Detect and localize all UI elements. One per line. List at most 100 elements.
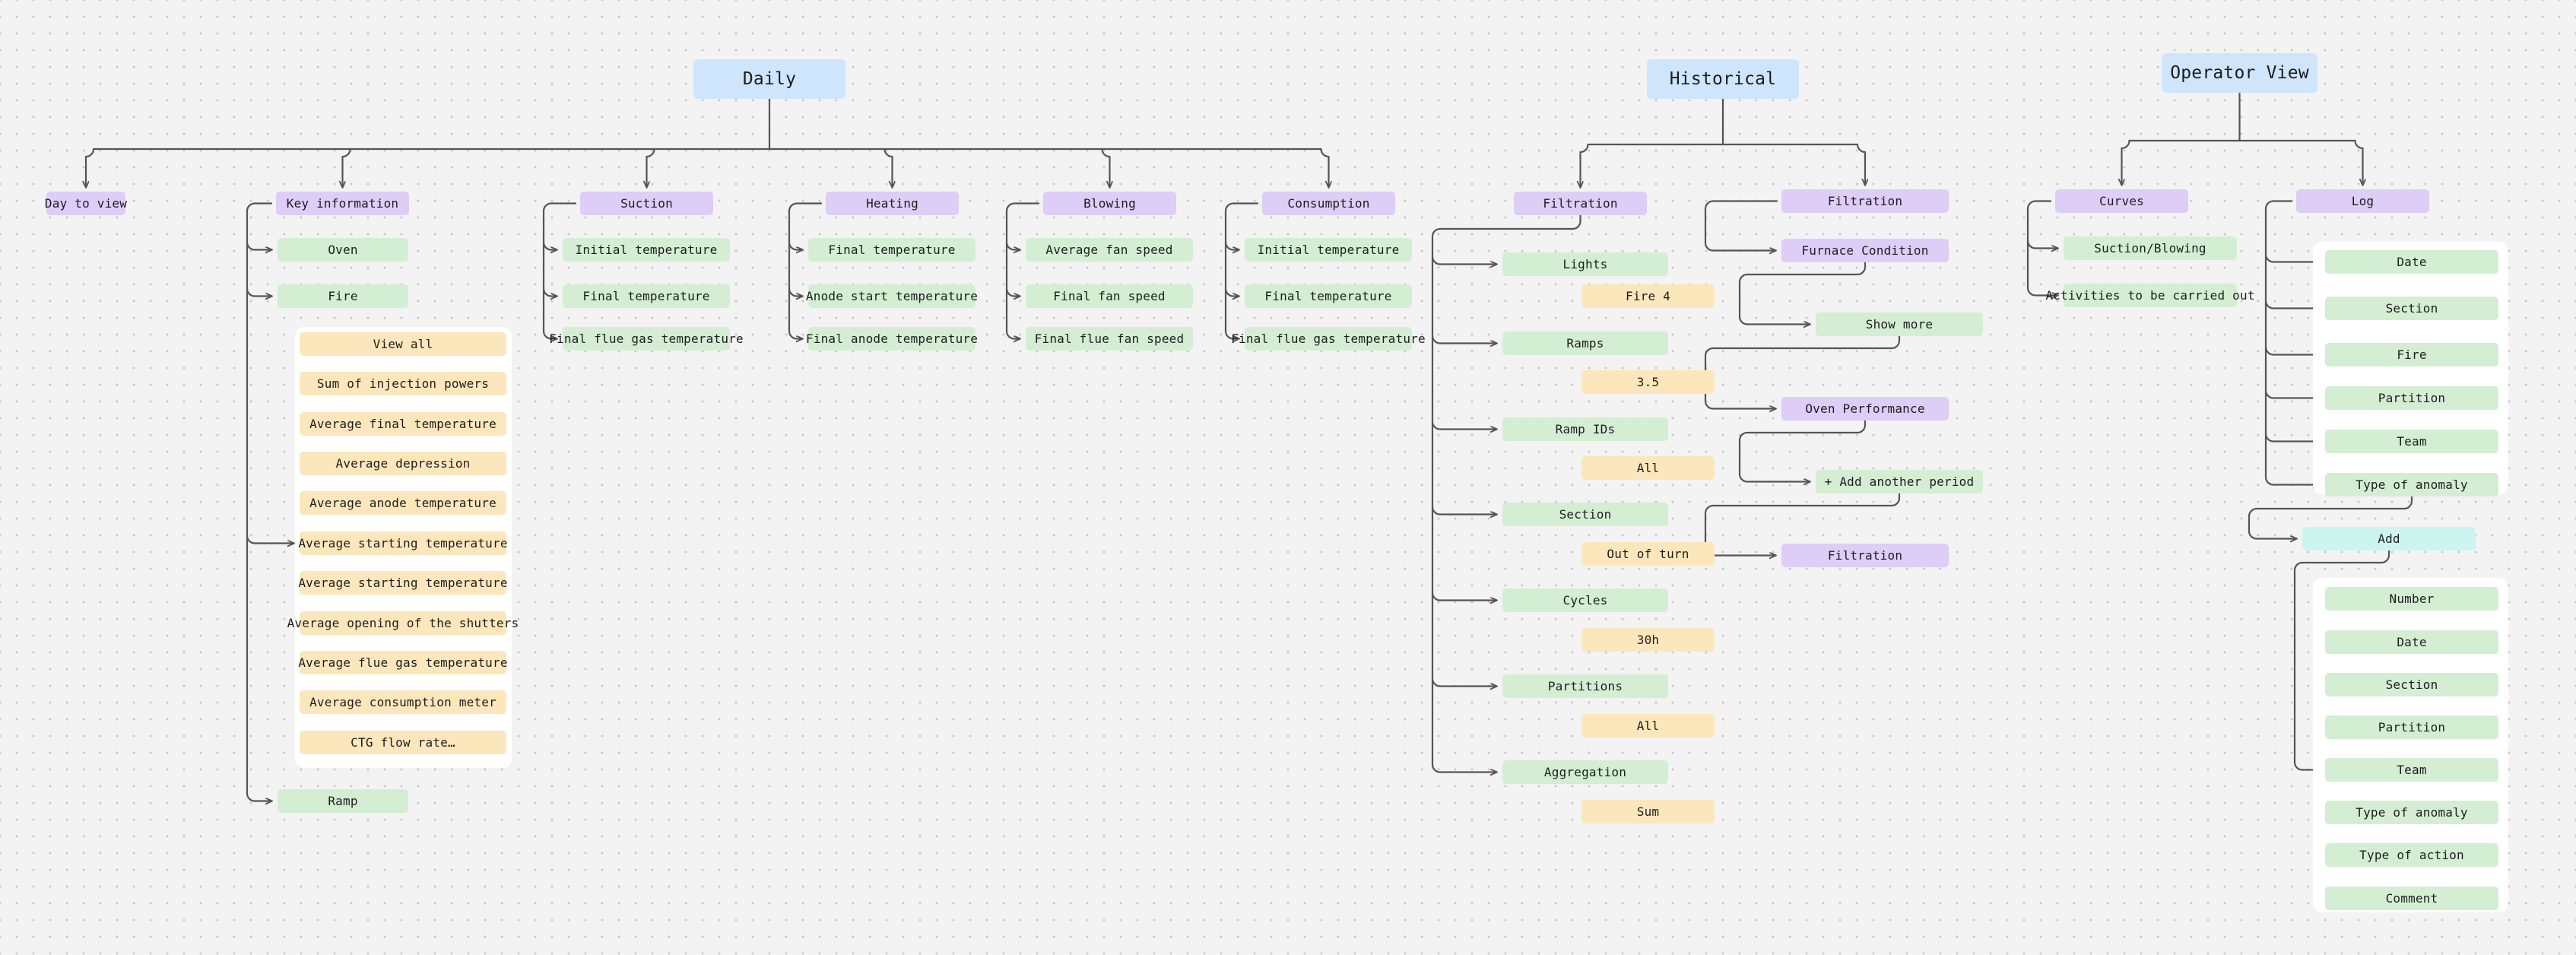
node-ki_sum_injection[interactable]: Sum of injection powers <box>300 372 506 395</box>
node-hist_show_more[interactable]: Show more <box>1816 313 1983 336</box>
node-hist_oven_performance[interactable]: Oven Performance <box>1781 397 1949 420</box>
node-label: Average starting temperature <box>298 575 508 590</box>
node-label: Type of anomaly <box>2356 804 2468 820</box>
node-suction_final_flue_gas[interactable]: Final flue gas temperature <box>549 327 744 351</box>
node-label: Oven <box>328 242 358 257</box>
node-log1_section[interactable]: Section <box>2325 297 2498 320</box>
node-label: Team <box>2397 433 2427 449</box>
node-ki_fire[interactable]: Fire <box>278 284 408 308</box>
node-operator_view[interactable]: Operator View <box>2162 53 2317 93</box>
node-log1_partition[interactable]: Partition <box>2325 386 2498 410</box>
node-ki_ramp[interactable]: Ramp <box>278 789 408 813</box>
node-label: Ramps <box>1566 335 1604 351</box>
node-hist_aggregation[interactable]: Aggregation <box>1502 760 1668 784</box>
node-label: Average flue gas temperature <box>298 655 508 670</box>
node-heating_anode_start_temp[interactable]: Anode start temperature <box>806 284 978 308</box>
node-ki_view_all[interactable]: View all <box>300 332 506 356</box>
node-consumption_final_flue_gas[interactable]: Final flue gas temperature <box>1231 327 1426 351</box>
node-log1_fire[interactable]: Fire <box>2325 343 2498 366</box>
node-ki_avg_anode_temp[interactable]: Average anode temperature <box>300 491 506 515</box>
node-suction_final_temp[interactable]: Final temperature <box>563 284 730 308</box>
node-hist_cycles[interactable]: Cycles <box>1502 589 1668 612</box>
node-log[interactable]: Log <box>2296 189 2429 213</box>
node-label: Average opening of the shutters <box>287 615 519 630</box>
node-blowing_final_fan_speed[interactable]: Final fan speed <box>1026 284 1193 308</box>
node-hist_3_5[interactable]: 3.5 <box>1581 370 1715 394</box>
node-ki_avg_depression[interactable]: Average depression <box>300 452 506 475</box>
node-hist_lights[interactable]: Lights <box>1502 252 1668 276</box>
node-ki_avg_start_temp_2[interactable]: Average starting temperature <box>298 571 508 595</box>
node-day_to_view[interactable]: Day to view <box>44 192 128 215</box>
node-ki_avg_final_temp[interactable]: Average final temperature <box>300 412 506 436</box>
node-consumption[interactable]: Consumption <box>1262 192 1395 215</box>
node-daily[interactable]: Daily <box>693 59 845 99</box>
node-label: Final flue fan speed <box>1034 331 1185 346</box>
node-hist_sum[interactable]: Sum <box>1581 800 1715 823</box>
node-log2_type_anomaly[interactable]: Type of anomaly <box>2325 801 2498 824</box>
node-ki_avg_flue_gas[interactable]: Average flue gas temperature <box>298 651 508 674</box>
node-label: Final anode temperature <box>805 331 979 346</box>
node-hist_filtration_1[interactable]: Filtration <box>1514 192 1647 215</box>
node-hist_add_period[interactable]: + Add another period <box>1816 470 1983 493</box>
node-hist_filtration_3[interactable]: Filtration <box>1781 544 1949 567</box>
node-label: Consumption <box>1287 195 1370 211</box>
node-curves_suction_blowing[interactable]: Suction/Blowing <box>2064 236 2237 260</box>
node-label: Sum of injection powers <box>316 376 490 391</box>
node-label: All <box>1636 718 1660 733</box>
node-blowing_avg_fan_speed[interactable]: Average fan speed <box>1026 238 1193 262</box>
node-label: Date <box>2397 254 2427 269</box>
node-heating[interactable]: Heating <box>826 192 959 215</box>
node-log2_section[interactable]: Section <box>2325 673 2498 696</box>
node-key_information[interactable]: Key information <box>276 192 409 215</box>
node-hist_partitions[interactable]: Partitions <box>1502 674 1668 698</box>
node-hist_30h[interactable]: 30h <box>1581 628 1715 652</box>
node-label: Ramp IDs <box>1555 421 1616 436</box>
node-log1_type_anomaly[interactable]: Type of anomaly <box>2325 473 2498 497</box>
node-hist_furnace_condition[interactable]: Furnace Condition <box>1781 239 1949 262</box>
node-label: Operator View <box>2170 62 2309 83</box>
node-hist_fire_4[interactable]: Fire 4 <box>1581 284 1715 308</box>
node-blowing_final_flue_fan_speed[interactable]: Final flue fan speed <box>1026 327 1193 351</box>
node-label: 3.5 <box>1636 374 1660 389</box>
node-log2_type_action[interactable]: Type of action <box>2325 843 2498 867</box>
node-hist_ramps[interactable]: Ramps <box>1502 332 1668 355</box>
node-label: Activities to be carried out <box>2045 287 2255 303</box>
node-hist_ramp_ids[interactable]: Ramp IDs <box>1502 417 1668 441</box>
node-consumption_final_temp[interactable]: Final temperature <box>1245 284 1412 308</box>
node-log2_partition[interactable]: Partition <box>2325 715 2498 739</box>
node-log2_number[interactable]: Number <box>2325 587 2498 611</box>
node-heating_final_temp[interactable]: Final temperature <box>808 238 976 262</box>
node-label: Average consumption meter <box>309 694 496 709</box>
node-log1_team[interactable]: Team <box>2325 430 2498 453</box>
node-ki_avg_start_temp_1[interactable]: Average starting temperature <box>298 531 507 555</box>
node-hist_all_2[interactable]: All <box>1581 714 1715 738</box>
node-log2_team[interactable]: Team <box>2325 758 2498 782</box>
node-label: Suction <box>620 195 673 211</box>
node-curves[interactable]: Curves <box>2055 189 2188 213</box>
node-log_add[interactable]: Add <box>2302 527 2476 550</box>
node-label: Final flue gas temperature <box>549 331 744 346</box>
node-suction[interactable]: Suction <box>580 192 713 215</box>
node-ki_avg_opening_shutters[interactable]: Average opening of the shutters <box>287 611 519 635</box>
node-suction_initial_temp[interactable]: Initial temperature <box>563 238 730 262</box>
node-log2_date[interactable]: Date <box>2325 630 2498 654</box>
node-historical[interactable]: Historical <box>1647 59 1799 99</box>
node-hist_all_1[interactable]: All <box>1581 456 1715 480</box>
node-label: Final flue gas temperature <box>1231 331 1426 346</box>
node-log2_comment[interactable]: Comment <box>2325 887 2498 910</box>
node-ki_oven[interactable]: Oven <box>278 238 408 262</box>
node-hist_section[interactable]: Section <box>1502 503 1668 526</box>
node-heating_final_anode_temp[interactable]: Final anode temperature <box>805 327 979 351</box>
node-hist_filtration_2[interactable]: Filtration <box>1781 189 1949 213</box>
node-blowing[interactable]: Blowing <box>1043 192 1176 215</box>
node-log1_date[interactable]: Date <box>2325 250 2498 274</box>
node-hist_out_of_turn[interactable]: Out of turn <box>1581 542 1715 566</box>
node-curves_activities[interactable]: Activities to be carried out <box>2045 284 2254 307</box>
node-consumption_initial_temp[interactable]: Initial temperature <box>1245 238 1412 262</box>
node-ki_avg_consumption[interactable]: Average consumption meter <box>300 690 506 714</box>
node-ki_ctg_flow[interactable]: CTG flow rate… <box>300 731 506 754</box>
node-label: Key information <box>286 195 399 211</box>
node-label: Aggregation <box>1543 764 1627 779</box>
node-label: Day to view <box>44 195 128 211</box>
